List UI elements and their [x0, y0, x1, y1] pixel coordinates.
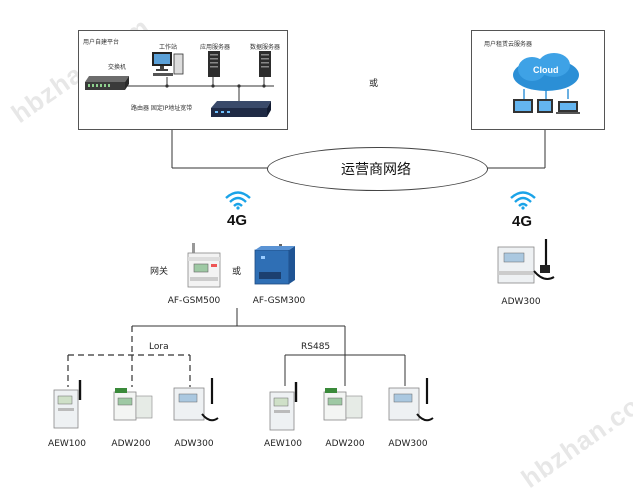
aew100-meter-icon	[53, 380, 82, 429]
wifi-signal-icon	[510, 191, 536, 210]
switch-icon	[85, 76, 129, 90]
device-label-aew100: AEW100	[48, 439, 86, 449]
adw300-meter-icon	[173, 378, 219, 422]
workstation-icon	[152, 52, 184, 76]
lan-lines	[121, 77, 274, 103]
db-server-label: 数据服务器	[250, 44, 281, 51]
device-label-aew100: AEW100	[264, 439, 302, 449]
gateway-gsm300-icon	[254, 244, 295, 285]
operator-network-ellipse	[267, 147, 488, 191]
db-server-icon	[259, 51, 271, 77]
or-label-middle: 或	[232, 267, 242, 277]
4g-label-right: 4G	[512, 213, 533, 230]
adw300-right-label: ADW300	[501, 297, 541, 307]
device-label-adw300: ADW300	[388, 439, 428, 449]
wifi-signal-icon	[225, 191, 251, 210]
cloud-label: Cloud	[533, 65, 559, 75]
device-label-adw200: ADW200	[325, 439, 365, 449]
operator-network-label: 运营商网络	[341, 162, 411, 178]
cloud-server-box: 用户租赁云服务器 Cloud	[471, 30, 605, 130]
lora-label: Lora	[149, 342, 169, 352]
router-icon	[211, 101, 271, 117]
adw300-meter-icon	[388, 378, 434, 422]
aew100-meter-icon	[269, 382, 298, 431]
or-label-top: 或	[369, 79, 379, 89]
box-title: 用户自建平台	[83, 39, 120, 46]
adw200-meter-icon	[113, 388, 153, 421]
router-label: 路由器 固定IP地址宽带	[131, 105, 193, 112]
self-built-platform-box: 用户自建平台 交换机 工作站 应用服务器 数据服务器 路由器 固定IP地址宽带	[78, 30, 288, 130]
device-label-adw300: ADW300	[174, 439, 214, 449]
device-label-adw200: ADW200	[111, 439, 151, 449]
gateway1-model-label: AF-GSM500	[167, 296, 221, 306]
app-server-icon	[208, 51, 220, 77]
adw200-meter-icon	[323, 388, 363, 421]
switch-label: 交换机	[108, 64, 127, 71]
4g-label-left: 4G	[227, 212, 248, 229]
adw300-meter-icon	[497, 239, 555, 284]
workstation-label: 工作站	[159, 44, 178, 51]
app-server-label: 应用服务器	[200, 44, 231, 51]
connection-lines	[67, 130, 546, 387]
cloud-icon	[513, 53, 580, 114]
gateway-gsm500-icon	[187, 243, 221, 288]
box-title: 用户租赁云服务器	[484, 41, 533, 48]
gateway2-model-label: AF-GSM300	[252, 296, 306, 306]
rs485-label: RS485	[301, 342, 331, 352]
gateway-label: 网关	[150, 267, 169, 277]
